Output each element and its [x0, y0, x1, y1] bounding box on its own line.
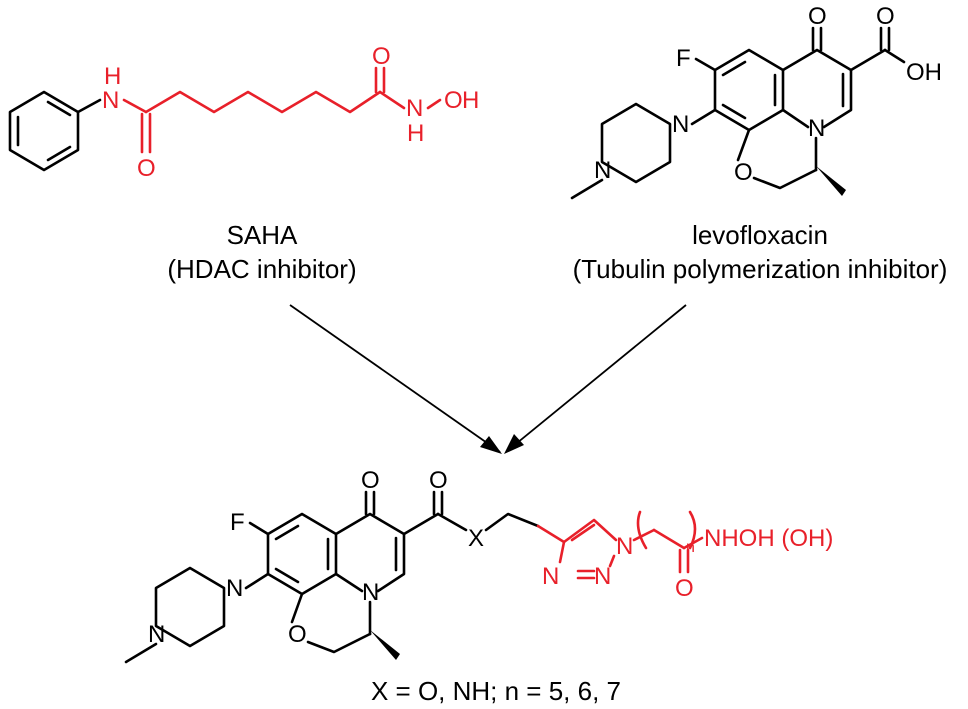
saha-n-o-bond: [426, 98, 442, 110]
levo-atom-o-keto: O: [808, 3, 827, 30]
hybrid-atom-o-amide: O: [675, 575, 694, 602]
hybrid-methyl-wedge: [370, 630, 400, 660]
saha-atom-h-hydroxamic: H: [407, 120, 424, 147]
hybrid-atom-n-pip2: N: [148, 621, 165, 648]
hybrid-atom-f: F: [230, 509, 245, 536]
saha-phenyl-ring: [8, 90, 80, 172]
saha-atom-o-carbonyl: O: [372, 43, 391, 70]
arrows: [289, 304, 687, 454]
saha-ph-n-bond: [76, 98, 102, 114]
saha-atom-n-hydroxamic: N: [406, 95, 423, 122]
saha-phenyl-double-2: [46, 145, 72, 162]
saha-role: (HDAC inhibitor): [167, 254, 356, 284]
hybrid-atom-o-ester: O: [429, 467, 448, 494]
hybrid-atom-n3: N: [542, 563, 559, 590]
saha-atom-o-amide: O: [137, 155, 156, 182]
levofloxacin-structure: F O O OH N O N N: [570, 3, 942, 200]
arrow-from-saha: [289, 304, 501, 453]
hybrid-ar-npip-bond: [244, 572, 270, 590]
levo-benzene-double-3: [721, 103, 747, 120]
saha-structure: H N O O N H O H: [8, 43, 479, 182]
saha-atom-oh-h: H: [462, 87, 479, 114]
levo-oxazine: [752, 168, 818, 190]
saha-n-c-bond: [122, 98, 148, 114]
levo-pyridone-n-bond: [781, 108, 810, 129]
hybrid-pyridone-n-bond: [334, 572, 364, 593]
hybrid-f-bond: [248, 521, 270, 536]
levofloxacin-role: (Tubulin polymerization inhibitor): [573, 254, 948, 284]
levo-benzene-ring: [713, 48, 785, 132]
hybrid-structure: F O O X N O N N N N N n O NHOH (OH): [124, 467, 833, 664]
levo-cooh-oh-bond: [883, 48, 906, 64]
hybrid-triazole-double-1: [570, 523, 596, 542]
levo-atom-n-pip1: N: [672, 111, 689, 138]
hybrid-tail-label: NHOH (OH): [704, 525, 833, 552]
hybrid-atom-o-keto: O: [361, 467, 380, 494]
levo-ar-npip-bond: [690, 108, 717, 126]
hybrid-conditions: X = O, NH; n = 5, 6, 7: [371, 676, 621, 706]
hybrid-benzene-double-1: [274, 524, 300, 541]
hybrid-n1-chain-bond: [632, 528, 656, 542]
saha-c-n-bond: [378, 90, 406, 110]
hybrid-atom-x: X: [468, 525, 484, 552]
levo-atom-f: F: [676, 45, 691, 72]
hybrid-n-methyl-bond: [124, 642, 158, 664]
saha-alkyl-chain: [144, 90, 382, 114]
arrow-head-right: [504, 434, 524, 454]
levo-atom-oh: OH: [906, 59, 942, 86]
saha-phenyl-double-1: [46, 100, 72, 117]
hybrid-c-x-bond: [436, 512, 468, 532]
hybrid-atom-n-pip1: N: [226, 575, 243, 602]
hybrid-amide-c-n: [682, 536, 704, 550]
levo-piperazine-ring: [600, 102, 672, 184]
hybrid-ester-bond: [402, 512, 440, 536]
levo-methyl-wedge: [816, 166, 846, 196]
hybrid-chain-bracket-left: [636, 510, 648, 550]
saha-name: SAHA: [227, 220, 298, 250]
arrow-from-levofloxacin: [505, 304, 687, 453]
hybrid-atom-n2: N: [594, 563, 611, 590]
hybrid-ar-o-bond: [290, 592, 304, 624]
levo-atom-n-ring: N: [808, 115, 825, 142]
saha-atom-nh-h: H: [104, 63, 121, 90]
levo-atom-o-ring: O: [734, 159, 753, 186]
hybrid-oxazine: [306, 632, 372, 654]
hybrid-triazole-ring-lower: [558, 540, 566, 564]
hybrid-atom-n-ring: N: [362, 579, 379, 606]
levo-cooh-bond: [849, 48, 887, 72]
levo-atom-n-pip2: N: [594, 157, 611, 184]
levo-n-methyl-bond: [570, 178, 604, 200]
hybrid-chain: [652, 528, 686, 550]
hybrid-benzene-double-3: [274, 567, 300, 584]
saha-atom-n-amide: N: [102, 87, 119, 114]
hybrid-subscript-n: n: [686, 539, 695, 556]
hybrid-x-ch2-bond: [484, 512, 540, 532]
hybrid-triazole-ring: [562, 518, 618, 544]
hybrid-atom-n1: N: [616, 533, 633, 560]
saha-atom-oh-o: O: [444, 87, 463, 114]
arrow-head-left: [480, 436, 502, 454]
hybrid-atom-o-ring: O: [288, 621, 307, 648]
hybrid-ch2-triazole-bond: [536, 524, 566, 544]
hybrid-benzene-ring: [266, 512, 338, 596]
levo-ar-o-bond: [736, 128, 751, 162]
levofloxacin-name: levofloxacin: [692, 220, 828, 250]
hybrid-piperazine-ring: [154, 566, 226, 648]
levo-f-bond: [694, 57, 717, 72]
levo-benzene-double-1: [721, 60, 747, 77]
hybrid-triazole-n1-n2: [608, 554, 616, 568]
levo-atom-o-cooh: O: [876, 3, 895, 30]
